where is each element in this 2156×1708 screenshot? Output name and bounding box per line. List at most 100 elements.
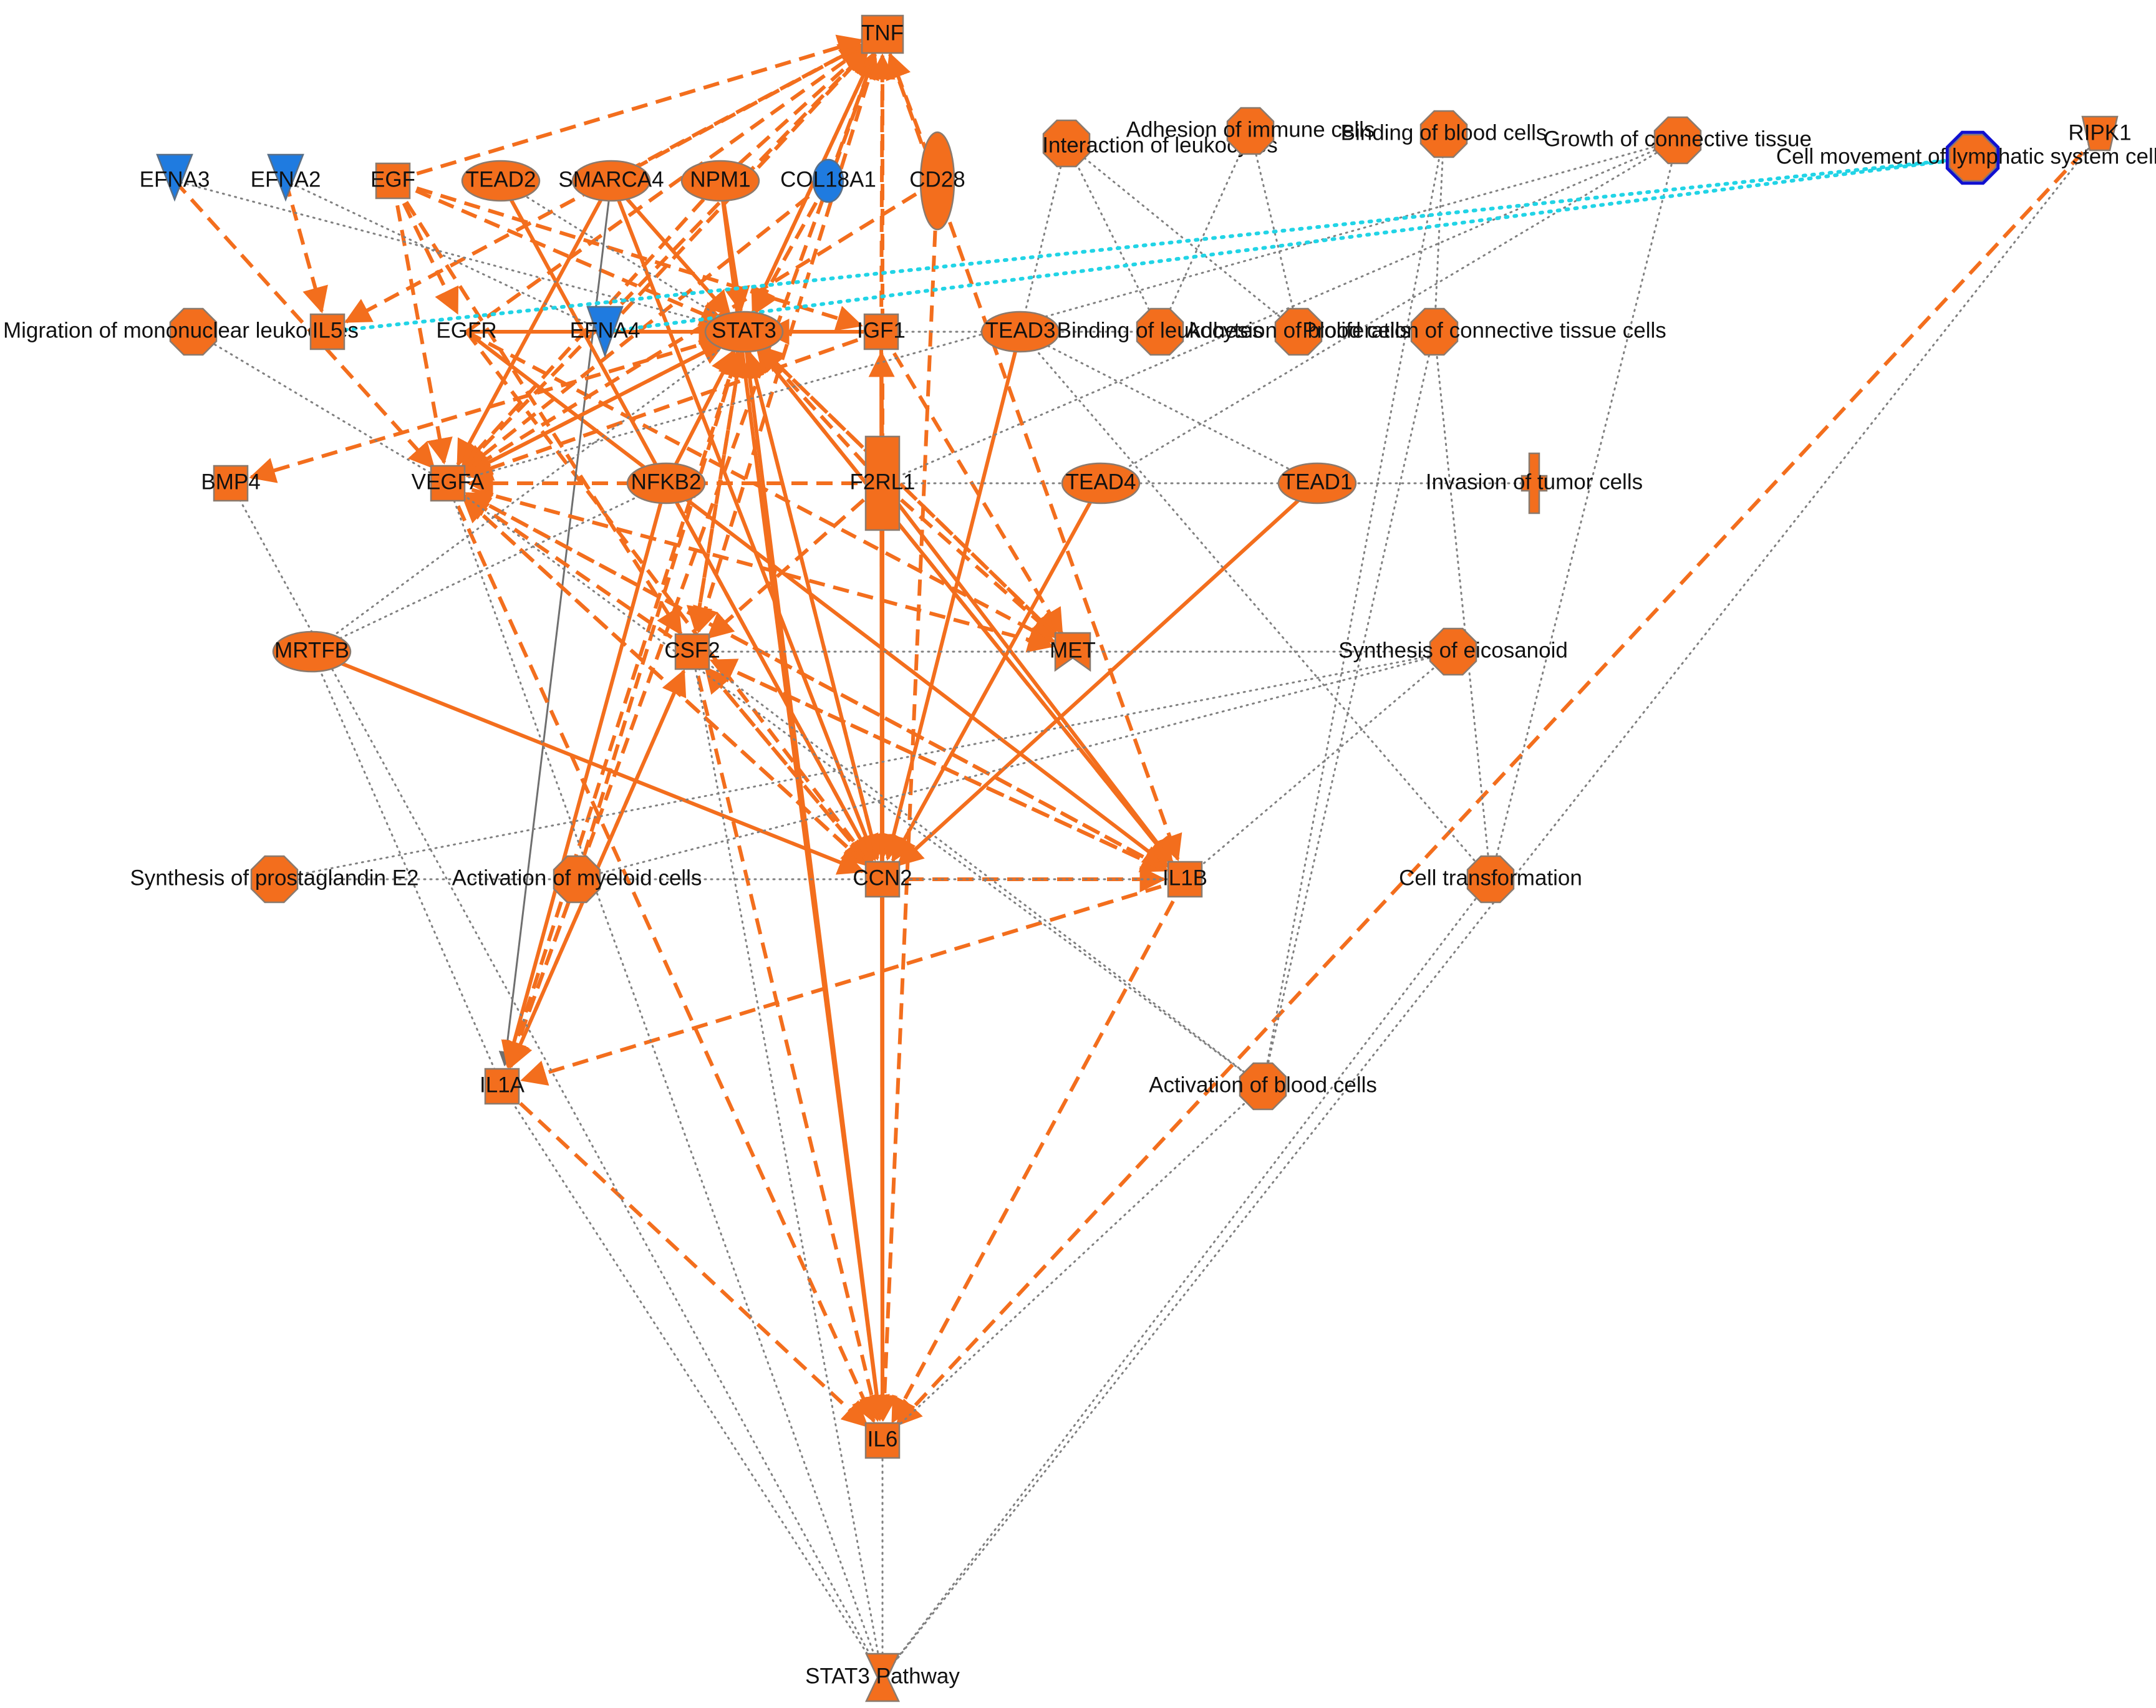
edge-il1b-to-il1a[interactable]: [520, 877, 1186, 1086]
edge-mrtfb-to-ccn2[interactable]: [311, 650, 865, 875]
node-actblood[interactable]: Activation of blood cells: [1149, 1062, 1377, 1111]
node-stat3[interactable]: STAT3: [704, 311, 784, 353]
edge-egf-to-egfr[interactable]: [391, 180, 459, 315]
edge-col18a1-to-vegfa[interactable]: [462, 179, 829, 472]
edge-efna4-to-cellmovementlymph[interactable]: [603, 156, 1975, 334]
edge-nfkb2-to-il1a[interactable]: [501, 483, 668, 1068]
edge-il6-to-actblood[interactable]: [881, 1085, 1264, 1442]
edge-adhesionblood-to-interactionleukocytes[interactable]: [1065, 142, 1300, 333]
node-csf2[interactable]: CSF2: [664, 633, 720, 670]
edge-smarca4-to-stat3[interactable]: [609, 180, 732, 318]
node-met[interactable]: MET: [1050, 632, 1096, 672]
node-tead1[interactable]: TEAD1: [1277, 462, 1357, 504]
edge-egf-to-tnf[interactable]: [392, 34, 864, 183]
node-mrtfb[interactable]: MRTFB: [272, 630, 352, 673]
node-growthconnective[interactable]: Growth of connective tissue: [1544, 116, 1812, 165]
edge-tnf-to-il1b[interactable]: [881, 33, 1182, 862]
edge-tnf-to-il1a[interactable]: [505, 33, 884, 1069]
edge-egfr-to-il1b[interactable]: [465, 330, 1170, 868]
edge-mrtfb-to-stat3[interactable]: [311, 331, 745, 653]
node-migrationmononuclear[interactable]: Migration of mononuclear leukocytes: [3, 307, 359, 356]
edge-cd28-to-il6[interactable]: [871, 180, 939, 1422]
edge-il1b-to-csf2[interactable]: [709, 659, 1186, 881]
node-prolifconnective[interactable]: Proliferation of connective tissue cells: [1302, 307, 1666, 356]
edge-tead4-to-ccn2[interactable]: [891, 482, 1103, 863]
node-efna3[interactable]: EFNA3: [140, 153, 210, 202]
edge-bindingleukocytes-to-interactionleukocytes[interactable]: [1065, 142, 1161, 333]
node-il6[interactable]: IL6: [864, 1422, 901, 1459]
node-vegfa[interactable]: VEGFA: [412, 465, 485, 502]
edge-syntheicosanoid-to-actmyeloid[interactable]: [576, 650, 1454, 881]
node-celltransformation[interactable]: Cell transformation: [1399, 855, 1582, 904]
edge-celltransformation-to-growthconnective[interactable]: [1489, 139, 1679, 881]
edge-tead3-to-tead1[interactable]: [1019, 331, 1318, 485]
edge-csf2-to-vegfa[interactable]: [463, 493, 694, 654]
edge-egfr-to-ccn2[interactable]: [465, 331, 871, 864]
node-bindingblood[interactable]: Binding of blood cells: [1341, 110, 1547, 158]
node-invasiontumor[interactable]: Invasion of tumor cells: [1426, 452, 1643, 514]
edge-ripk1-to-stat3pathway[interactable]: [881, 133, 2101, 1679]
edge-ccn2-to-csf2[interactable]: [704, 666, 884, 881]
node-igf1[interactable]: IGF1: [857, 313, 906, 350]
edge-egf-to-igf1[interactable]: [392, 179, 863, 331]
edge-celltransformation-to-prolifconnective[interactable]: [1433, 331, 1492, 881]
edge-vegfa-to-tnf[interactable]: [446, 47, 869, 485]
node-actmyeloid[interactable]: Activation of myeloid cells: [452, 855, 702, 904]
edge-efna3-to-vegfa[interactable]: [173, 179, 435, 470]
edge-mrtfb-to-nfkb2[interactable]: [311, 482, 667, 653]
edge-f2rl1-to-csf2[interactable]: [706, 481, 884, 639]
edge-tead2-to-stat3[interactable]: [500, 180, 745, 333]
node-adhesionimmune[interactable]: Adhesion of immune cells: [1126, 107, 1375, 155]
edge-csf2-to-actblood[interactable]: [691, 650, 1264, 1088]
edge-ripk1-to-il6[interactable]: [895, 132, 2102, 1427]
node-tead3[interactable]: TEAD3: [980, 311, 1060, 353]
node-tead4[interactable]: TEAD4: [1061, 462, 1141, 504]
edge-smarca4-to-tnf[interactable]: [610, 42, 866, 183]
edge-stat3-to-bmp4[interactable]: [249, 330, 745, 483]
edge-smarca4-to-il1a[interactable]: [498, 180, 612, 1067]
edge-prolifconnective-to-bindingblood[interactable]: [1433, 133, 1445, 333]
node-syntheicosanoid[interactable]: Synthesis of eicosanoid: [1338, 627, 1568, 676]
node-cd28[interactable]: CD28: [909, 131, 965, 231]
node-il1b[interactable]: IL1B: [1163, 861, 1207, 898]
edge-smarca4-to-ccn2[interactable]: [609, 180, 879, 862]
node-egfr[interactable]: EGFR: [436, 318, 496, 342]
edge-npm1-to-vegfa[interactable]: [460, 179, 722, 470]
edge-tead1-to-ccn2[interactable]: [896, 481, 1319, 867]
node-smarca4[interactable]: SMARCA4: [558, 160, 664, 202]
node-ripk1[interactable]: RIPK1: [2068, 115, 2132, 152]
edge-vegfa-to-stat3[interactable]: [447, 339, 727, 485]
edge-actblood-to-bindingblood[interactable]: [1262, 133, 1445, 1088]
edge-vegfa-to-actblood[interactable]: [447, 482, 1264, 1088]
edge-igf1-to-vegfa[interactable]: [465, 330, 882, 481]
edge-bindingleukocytes-to-adhesionimmune[interactable]: [1159, 130, 1252, 333]
node-npm1[interactable]: NPM1: [680, 160, 760, 202]
edge-vegfa-to-met[interactable]: [447, 481, 1055, 653]
edge-actblood-to-prolifconnective[interactable]: [1262, 331, 1436, 1088]
node-nfkb2[interactable]: NFKB2: [626, 462, 706, 504]
edge-egf-to-vegfa[interactable]: [391, 180, 453, 465]
edge-vegfa-to-il6[interactable]: [446, 482, 876, 1424]
edge-efna3-to-stat3[interactable]: [173, 180, 745, 333]
edge-il1b-to-syntheicosanoid[interactable]: [1184, 650, 1454, 881]
node-efna2[interactable]: EFNA2: [251, 153, 321, 202]
node-bmp4[interactable]: BMP4: [201, 465, 261, 502]
node-stat3pathway[interactable]: STAT3 Pathway: [805, 1653, 960, 1702]
edge-actmyeloid-to-il1a[interactable]: [505, 878, 579, 1069]
edge-cd28-to-tnf[interactable]: [886, 52, 939, 182]
edge-tead3-to-ccn2[interactable]: [881, 331, 1022, 861]
edge-growthconnective-to-vegfa[interactable]: [447, 139, 1679, 485]
node-efna4[interactable]: EFNA4: [570, 306, 641, 358]
edge-mrtfb-to-il1a[interactable]: [311, 650, 503, 1088]
edge-smarca4-to-vegfa[interactable]: [456, 180, 613, 467]
edge-f2rl1-to-igf1[interactable]: [868, 350, 895, 484]
edge-csf2-to-il6[interactable]: [690, 651, 885, 1422]
edge-il1a-to-il6[interactable]: [500, 1084, 869, 1428]
edge-csf2-to-stat3pathway[interactable]: [691, 650, 884, 1679]
node-il5[interactable]: IL5: [309, 313, 346, 350]
edge-efna2-to-efna4[interactable]: [284, 180, 606, 333]
edge-syntheicosanoid-to-synthpge2[interactable]: [273, 650, 1454, 881]
edge-egfr-to-tnf[interactable]: [465, 45, 868, 334]
edge-f2rl1-to-met[interactable]: [881, 481, 1059, 639]
edge-egf-to-stat3[interactable]: [392, 179, 727, 326]
